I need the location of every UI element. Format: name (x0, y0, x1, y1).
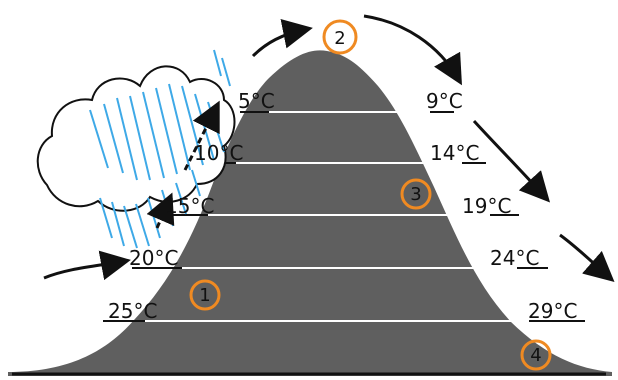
rain-streak (116, 97, 138, 181)
rain-drop-line (99, 197, 113, 239)
rain-drop-line (213, 49, 222, 77)
left-temp-20: 20°C (129, 246, 178, 270)
rain-streak (168, 83, 191, 171)
marker-4-label: 4 (530, 345, 541, 366)
marker-2: 2 (322, 19, 358, 55)
rain-streak (155, 87, 178, 175)
arrow-incoming-air (43, 250, 131, 281)
rain-drop-line (123, 205, 138, 249)
marker-3-label: 3 (410, 184, 421, 205)
arrow-descending-1 (363, 14, 462, 86)
rain-cloud (36, 65, 236, 212)
left-temp-15: 15°C (165, 194, 214, 218)
marker-1: 1 (189, 279, 221, 311)
rain-streak (89, 109, 109, 169)
rain-streak (142, 91, 165, 179)
marker-3-ring (400, 178, 432, 210)
marker-2-ring (322, 19, 358, 55)
rain-drop-line (135, 203, 150, 247)
rain-streak (103, 103, 124, 174)
right-temp-14: 14°C (430, 141, 479, 165)
marker-4: 4 (520, 339, 552, 371)
rain-drop-line (191, 169, 201, 197)
rain-streak (129, 95, 151, 181)
right-temp-9: 9°C (426, 89, 463, 113)
cloud-icon (36, 65, 236, 212)
left-temp-5: 5°C (238, 89, 275, 113)
marker-1-ring (189, 279, 221, 311)
right-temp-19: 19°C (462, 194, 511, 218)
rain-drop-line (111, 201, 125, 247)
rain-drop-line (175, 182, 187, 215)
left-temp-10: 10°C (194, 141, 243, 165)
rain-streak (181, 85, 204, 166)
left-temp-25: 25°C (108, 299, 157, 323)
marker-2-label: 2 (334, 28, 345, 49)
arrow-descending-3 (559, 233, 615, 282)
marker-4-ring (520, 339, 552, 371)
rain-streaks (89, 83, 225, 181)
rain-drop-line (221, 57, 231, 87)
arrow-rising-air-2 (183, 100, 220, 171)
arrow-crest-left (251, 19, 313, 58)
marker-1-label: 1 (199, 285, 210, 306)
arrow-rising-air-1 (146, 192, 175, 229)
right-temp-24: 24°C (490, 246, 539, 270)
right-temp-29: 29°C (528, 299, 577, 323)
marker-3: 3 (400, 178, 432, 210)
mountain-shape (8, 50, 612, 376)
air-flow-arrows (43, 14, 615, 282)
arrow-descending-2 (472, 119, 551, 203)
